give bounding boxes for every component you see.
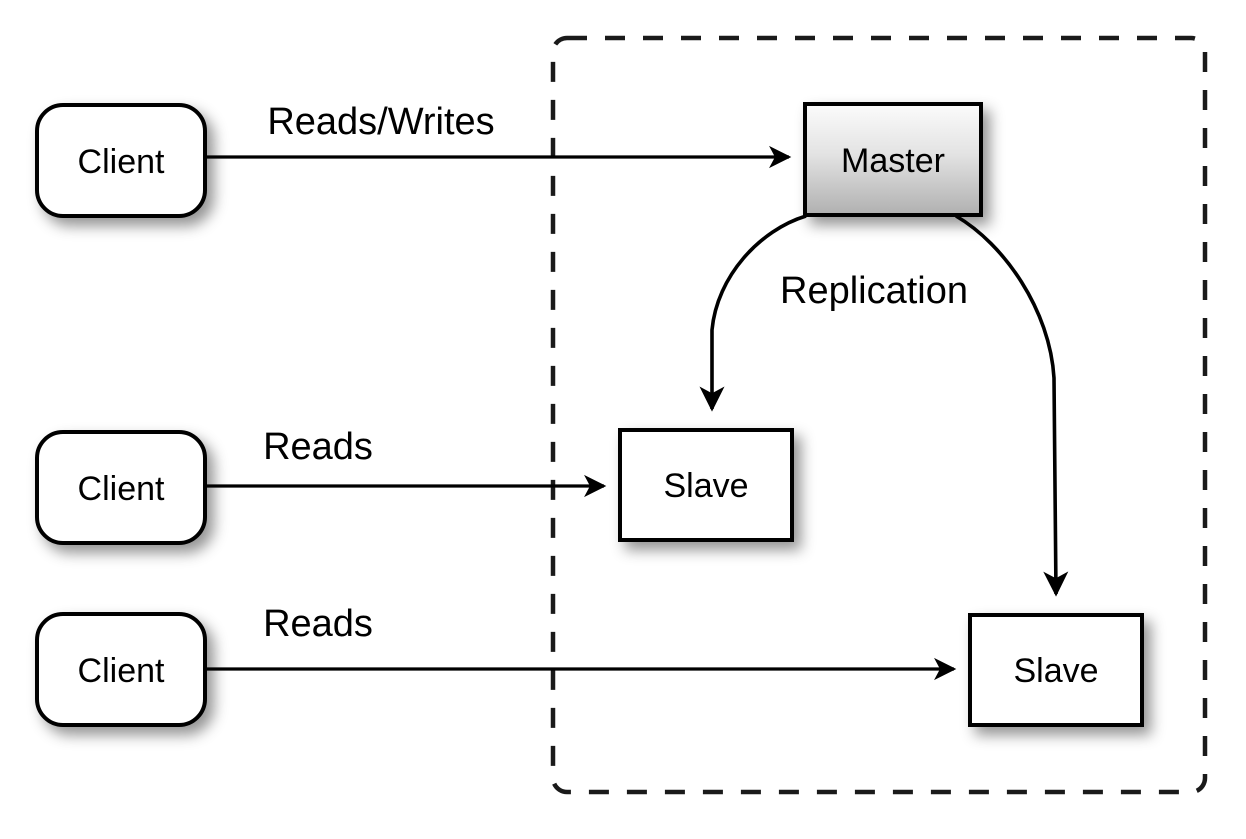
slave-bottom-box[interactable] [968, 613, 1144, 727]
edge-replication-left-curve [699, 214, 807, 412]
client-top-label: Client [78, 143, 165, 181]
node-client-middle[interactable]: Client [35, 430, 207, 545]
client-middle-box[interactable] [35, 430, 207, 545]
edge-label-replication: Replication [780, 270, 968, 312]
node-slave-bottom[interactable]: Slave [968, 613, 1144, 727]
slave-top-label: Slave [663, 467, 748, 505]
database-cluster-boundary [550, 35, 1208, 795]
node-client-top[interactable]: Client [35, 103, 207, 218]
edge-replication-right-curve [955, 214, 1069, 597]
client-middle-label: Client [78, 470, 165, 508]
slave-bottom-label: Slave [1013, 652, 1098, 690]
edge-label-reads-writes: Reads/Writes [267, 101, 494, 143]
slave-top-box[interactable] [618, 428, 794, 542]
node-client-bottom[interactable]: Client [35, 612, 207, 727]
client-bottom-label: Client [78, 652, 165, 690]
master-label: Master [841, 142, 945, 180]
node-slave-top[interactable]: Slave [618, 428, 794, 542]
edge-label-reads-middle: Reads [263, 426, 373, 468]
node-master[interactable]: Master [803, 102, 983, 217]
client-top-box[interactable] [35, 103, 207, 218]
edge-label-reads-bottom: Reads [263, 603, 373, 645]
client-bottom-box[interactable] [35, 612, 207, 727]
master-box[interactable] [803, 102, 983, 217]
